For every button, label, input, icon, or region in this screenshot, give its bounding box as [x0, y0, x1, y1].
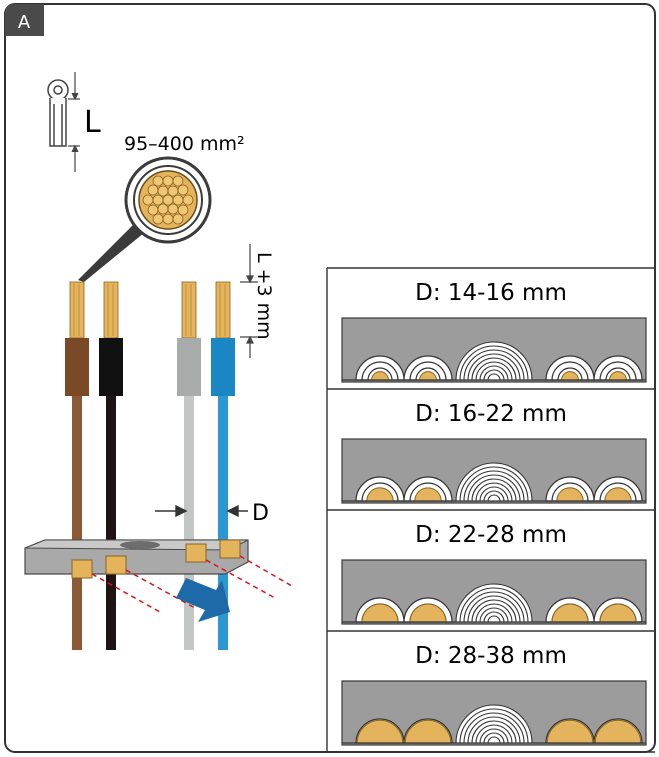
spacing-label: D	[252, 501, 269, 526]
cut-guide-lines	[91, 555, 293, 613]
cable-lug-icon	[47, 79, 69, 147]
conductor-mark	[371, 371, 389, 381]
cable-black	[99, 281, 123, 650]
conductor-mark	[356, 719, 404, 744]
conductor-cross-section-icon	[78, 156, 212, 282]
option-panel: D: 14-16 mm	[327, 280, 655, 390]
conductor-mark	[561, 371, 579, 381]
option-label: D: 16-22 mm	[415, 401, 567, 427]
cable-brown	[65, 281, 89, 650]
conductor-mark	[546, 719, 594, 744]
conductor-mark	[551, 603, 589, 623]
option-label: D: 28-38 mm	[415, 643, 567, 669]
option-panel: D: 22-28 mm	[327, 522, 655, 632]
conductor-mark	[366, 487, 394, 502]
panel-label: A	[18, 12, 31, 33]
conductor-mark	[419, 371, 437, 381]
cable-blue	[211, 281, 235, 650]
option-panel: D: 28-38 mm	[327, 643, 655, 753]
conductor-mark	[409, 603, 447, 623]
conductor-mark	[404, 719, 452, 744]
lug-length-dimension	[68, 72, 80, 172]
option-panel: D: 16-22 mm	[327, 401, 655, 511]
option-label: D: 22-28 mm	[415, 522, 567, 548]
mounting-plate	[24, 539, 249, 575]
hole-size-options: D: 14-16 mm D: 16-22 mm D: 22-28 mm D: 28-3…	[327, 267, 655, 753]
cross-section-label: 95–400 mm²	[124, 133, 245, 155]
insert-direction-arrow-icon	[176, 578, 230, 622]
conductor-mark	[604, 487, 632, 502]
conductor-mark	[599, 603, 637, 623]
conductor-mark	[594, 719, 642, 744]
conductor-mark	[609, 371, 627, 381]
strip-length-dimension	[240, 244, 258, 358]
panel-label-tab	[5, 4, 44, 36]
conductor-mark	[414, 487, 442, 502]
lug-length-label: L	[84, 105, 101, 140]
strip-length-label: L +3 mm	[253, 252, 275, 340]
conductor-mark	[361, 603, 399, 623]
cable-spacing-dimension	[155, 504, 248, 518]
cable-grey	[177, 281, 201, 650]
conductor-mark	[556, 487, 584, 502]
option-label: D: 14-16 mm	[415, 280, 567, 306]
cable-clamps	[71, 539, 241, 579]
